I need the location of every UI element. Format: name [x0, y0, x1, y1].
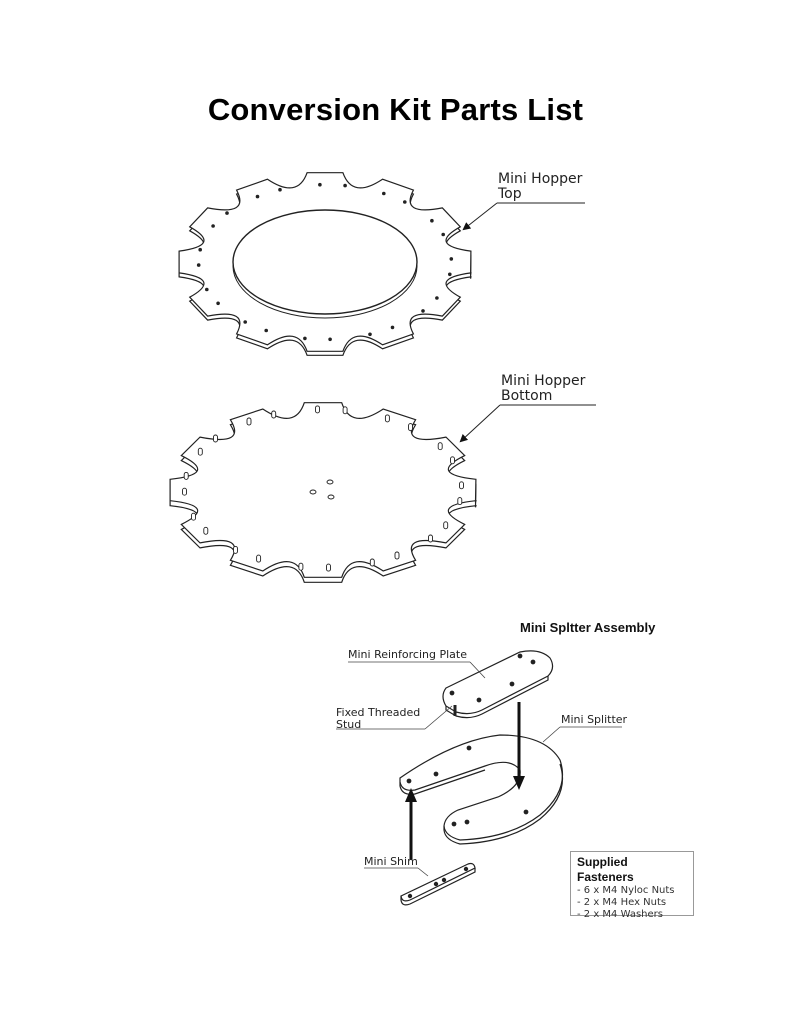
mounting-hole [243, 320, 247, 324]
standoff-post [246, 417, 252, 426]
mounting-hole [205, 287, 209, 292]
standoff-post [191, 512, 196, 521]
mounting-hole [368, 332, 372, 337]
label-threaded-stud-line1: Fixed Threaded [336, 706, 421, 719]
standoff-post [182, 487, 187, 496]
hopper-top-opening [232, 209, 418, 315]
mounting-hole [225, 211, 229, 215]
shim-leader [364, 867, 429, 877]
hopper-top-leader [462, 202, 585, 231]
standoff-post [271, 410, 277, 419]
mini-hopper-bottom-part [169, 402, 477, 583]
standoff-post [428, 534, 433, 543]
mounting-hole [278, 187, 282, 192]
standoff-post [384, 414, 390, 423]
standoff-post [183, 471, 189, 480]
label-hopper-bottom-line2: Bottom [501, 388, 553, 404]
standoff-post [203, 526, 209, 535]
standoff-post [315, 405, 320, 414]
standoff-post [408, 423, 413, 432]
mounting-hole [198, 247, 202, 252]
reinforcing-plate-leader [348, 661, 486, 679]
center-hole [327, 494, 335, 500]
standoff-post [233, 545, 238, 554]
standoff-post [213, 434, 218, 443]
mounting-hole [449, 257, 454, 261]
page-title: Conversion Kit Parts List [207, 92, 584, 127]
mounting-hole [430, 218, 434, 223]
standoff-post [197, 447, 203, 456]
mounting-hole [318, 182, 322, 187]
fasteners-title: Supplied Fasteners [577, 855, 634, 884]
fastener-item: - 2 x M4 Hex Nuts [577, 897, 667, 908]
label-shim: Mini Shim [364, 855, 418, 868]
threaded-stud-leader [336, 705, 453, 730]
supplied-fasteners-box: Supplied Fasteners - 6 x M4 Nyloc Nuts -… [570, 851, 694, 920]
label-hopper-top-line2: Top [498, 186, 522, 202]
assembly-arrow-up [405, 788, 417, 860]
assembly-title: Mini Spltter Assembly [520, 620, 656, 635]
mounting-hole [441, 232, 446, 237]
label-threaded-stud-line2: Stud [336, 718, 362, 731]
label-hopper-bottom-line1: Mini Hopper [501, 373, 586, 389]
mounting-hole [448, 272, 452, 277]
mini-shim-part [400, 862, 476, 906]
standoff-post [256, 554, 262, 563]
label-hopper-bottom: Mini Hopper Bottom [501, 374, 585, 404]
mounting-hole [421, 309, 425, 313]
standoff-post [459, 481, 464, 490]
mini-reinforcing-plate-part [442, 650, 554, 719]
mini-hopper-top-part [178, 172, 472, 356]
standoff-post [437, 442, 443, 451]
standoff-post [326, 563, 331, 572]
center-hole [309, 489, 317, 495]
hopper-bottom-outline [169, 402, 477, 578]
mounting-hole [264, 328, 269, 333]
standoff-post [369, 558, 375, 567]
standoff-post [394, 551, 400, 560]
mounting-hole [390, 325, 395, 330]
mounting-hole [328, 337, 332, 342]
fastener-item: - 2 x M4 Washers [577, 909, 663, 920]
splitter-leader [542, 726, 622, 743]
mounting-hole [303, 336, 307, 341]
mounting-hole [382, 191, 386, 196]
standoff-post [298, 562, 304, 571]
mounting-hole [211, 224, 215, 228]
label-splitter: Mini Splitter [561, 713, 628, 726]
label-threaded-stud: Fixed Threaded Stud [336, 707, 420, 731]
standoff-post [450, 456, 455, 465]
label-hopper-top: Mini Hopper Top [498, 172, 582, 202]
standoff-post [457, 497, 463, 506]
standoff-post [342, 406, 348, 415]
mounting-hole [343, 183, 347, 188]
mounting-hole [196, 263, 201, 267]
label-reinforcing-plate: Mini Reinforcing Plate [348, 648, 467, 661]
fastener-item: - 6 x M4 Nyloc Nuts [577, 885, 675, 896]
mini-splitter-part [399, 734, 564, 845]
standoff-post [443, 521, 449, 530]
mounting-hole [255, 194, 260, 199]
mounting-hole [435, 296, 439, 300]
label-hopper-top-line1: Mini Hopper [498, 171, 583, 187]
mounting-hole [216, 301, 220, 306]
mounting-hole [403, 200, 407, 204]
center-hole [326, 479, 334, 485]
hopper-bottom-leader [459, 404, 596, 443]
assembly-arrow-down [513, 702, 525, 790]
